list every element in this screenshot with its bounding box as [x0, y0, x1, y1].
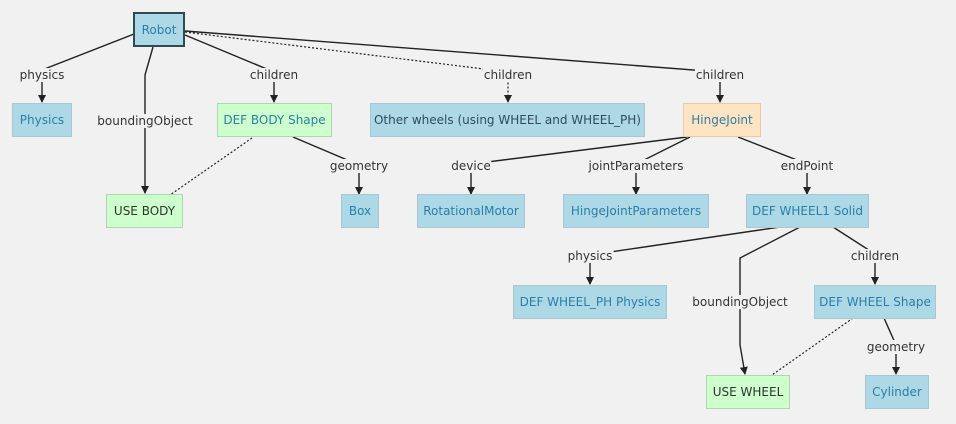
node-def-body-shape[interactable]: DEF BODY Shape: [217, 103, 332, 137]
node-physics[interactable]: Physics: [12, 103, 72, 137]
node-rotational-motor[interactable]: RotationalMotor: [417, 194, 525, 228]
node-robot[interactable]: Robot: [133, 12, 185, 47]
edge-label-bounding-object: boundingObject: [96, 114, 194, 128]
node-use-wheel[interactable]: USE WHEEL: [706, 375, 790, 409]
edge-label-children-other: children: [482, 68, 534, 82]
edge-label-wheel-physics: physics: [566, 249, 614, 263]
node-box[interactable]: Box: [341, 194, 379, 228]
edge-label-endpoint: endPoint: [779, 159, 835, 173]
node-other-wheels[interactable]: Other wheels (using WHEEL and WHEEL_PH): [370, 103, 645, 137]
node-def-wheel1-solid[interactable]: DEF WHEEL1 Solid: [746, 194, 869, 228]
edge-label-wheel-children: children: [849, 249, 901, 263]
node-cylinder[interactable]: Cylinder: [865, 375, 929, 409]
node-use-body[interactable]: USE BODY: [106, 194, 183, 228]
edge-label-children-body: children: [248, 68, 300, 82]
node-def-wheel-ph-physics[interactable]: DEF WHEEL_PH Physics: [513, 285, 667, 319]
edge-label-wheel-bounding-object: boundingObject: [691, 295, 789, 309]
edge-label-physics: physics: [18, 68, 66, 82]
edge-label-children-hinge: children: [694, 68, 746, 82]
link-wheel-use: [771, 317, 854, 376]
edge-robot-bounding: [141, 46, 154, 194]
edge-label-joint-parameters: jointParameters: [587, 159, 685, 173]
edge-label-wheel-geometry: geometry: [865, 340, 927, 354]
link-body-use: [169, 137, 253, 196]
edge-label-geometry-box: geometry: [328, 159, 390, 173]
node-def-wheel-shape[interactable]: DEF WHEEL Shape: [814, 285, 936, 319]
edge-wheel-physics: [586, 226, 781, 285]
node-hingejoint[interactable]: HingeJoint: [683, 103, 761, 137]
edge-label-device: device: [450, 159, 492, 173]
node-hingejoint-parameters[interactable]: HingeJointParameters: [563, 194, 709, 228]
edge-robot-children-other: [184, 31, 512, 103]
